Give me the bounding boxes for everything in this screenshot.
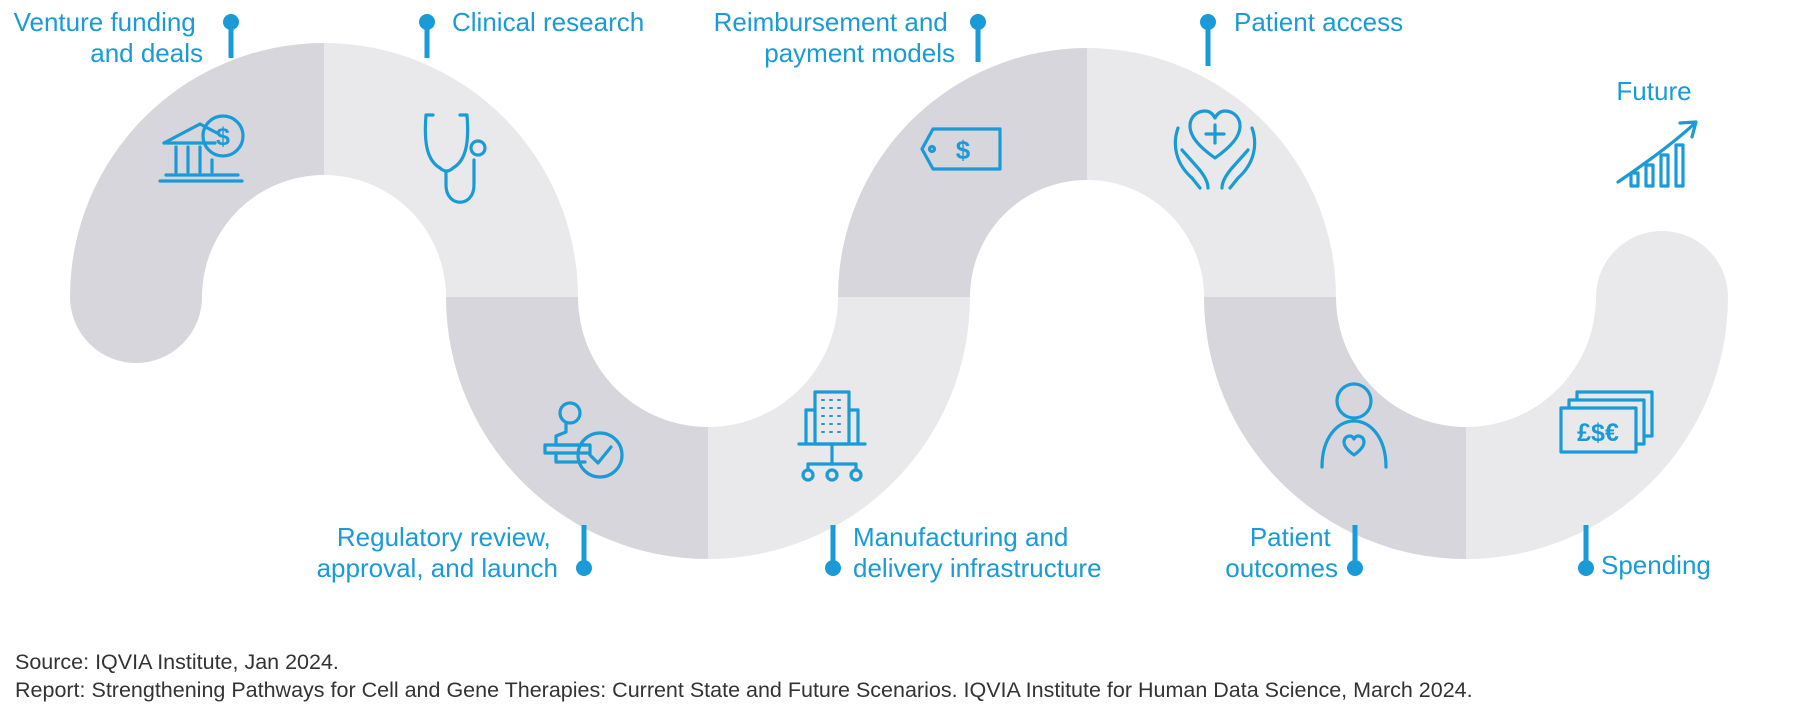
approval-stamp-icon [543,401,624,479]
connector-dot [970,14,986,30]
stage-label-clinical-research: Clinical research [452,7,644,37]
connector-dot [825,560,841,576]
band-start-cap [70,297,202,363]
footer-report: Report: Strengthening Pathways for Cell … [15,678,1473,702]
stage-label-future: Future [1616,76,1691,106]
svg-text:£$€: £$€ [1577,419,1619,447]
stage-label-reimbursement: Reimbursement and payment models [714,7,955,68]
footer-source: Source: IQVIA Institute, Jan 2024. [15,650,339,674]
band-segment-6 [1087,48,1336,297]
stage-label-venture-funding: Venture funding and deals [14,7,203,68]
band-segment-5 [838,48,1087,297]
stage-labels: Venture funding and deals Clinical resea… [14,7,1711,583]
stage-label-spending: Spending [1601,550,1711,580]
band-segment-8 [1466,297,1728,559]
stethoscope-icon [423,113,487,204]
growth-chart-icon [1616,120,1698,188]
connector-dot [1347,560,1363,576]
hands-heart-icon [1173,109,1257,190]
factory-network-icon [797,390,867,482]
connector-dot [223,14,239,30]
band-segment-4 [708,297,970,559]
band-segment-3 [446,297,708,559]
connectors [223,14,1594,576]
connector-dot [576,560,592,576]
stage-label-patient-access: Patient access [1234,7,1403,37]
s-band [70,43,1728,559]
connector-dot [419,14,435,30]
price-tag-icon: $ [920,127,1002,171]
stage-label-patient-outcomes: Patient outcomes [1225,522,1338,583]
svg-text:$: $ [216,123,230,151]
currency-notes-icon: £$€ [1559,390,1654,454]
band-end-cap [1596,231,1728,297]
stage-label-regulatory-review: Regulatory review, approval, and launch [317,522,558,583]
svg-text:$: $ [956,135,971,165]
band-segment-1 [70,43,324,297]
stage-label-manufacturing: Manufacturing and delivery infrastructur… [853,522,1102,583]
bank-dollar-icon: $ [158,114,245,183]
connector-dot [1578,560,1594,576]
connector-dot [1200,14,1216,30]
person-heart-icon [1320,382,1388,469]
